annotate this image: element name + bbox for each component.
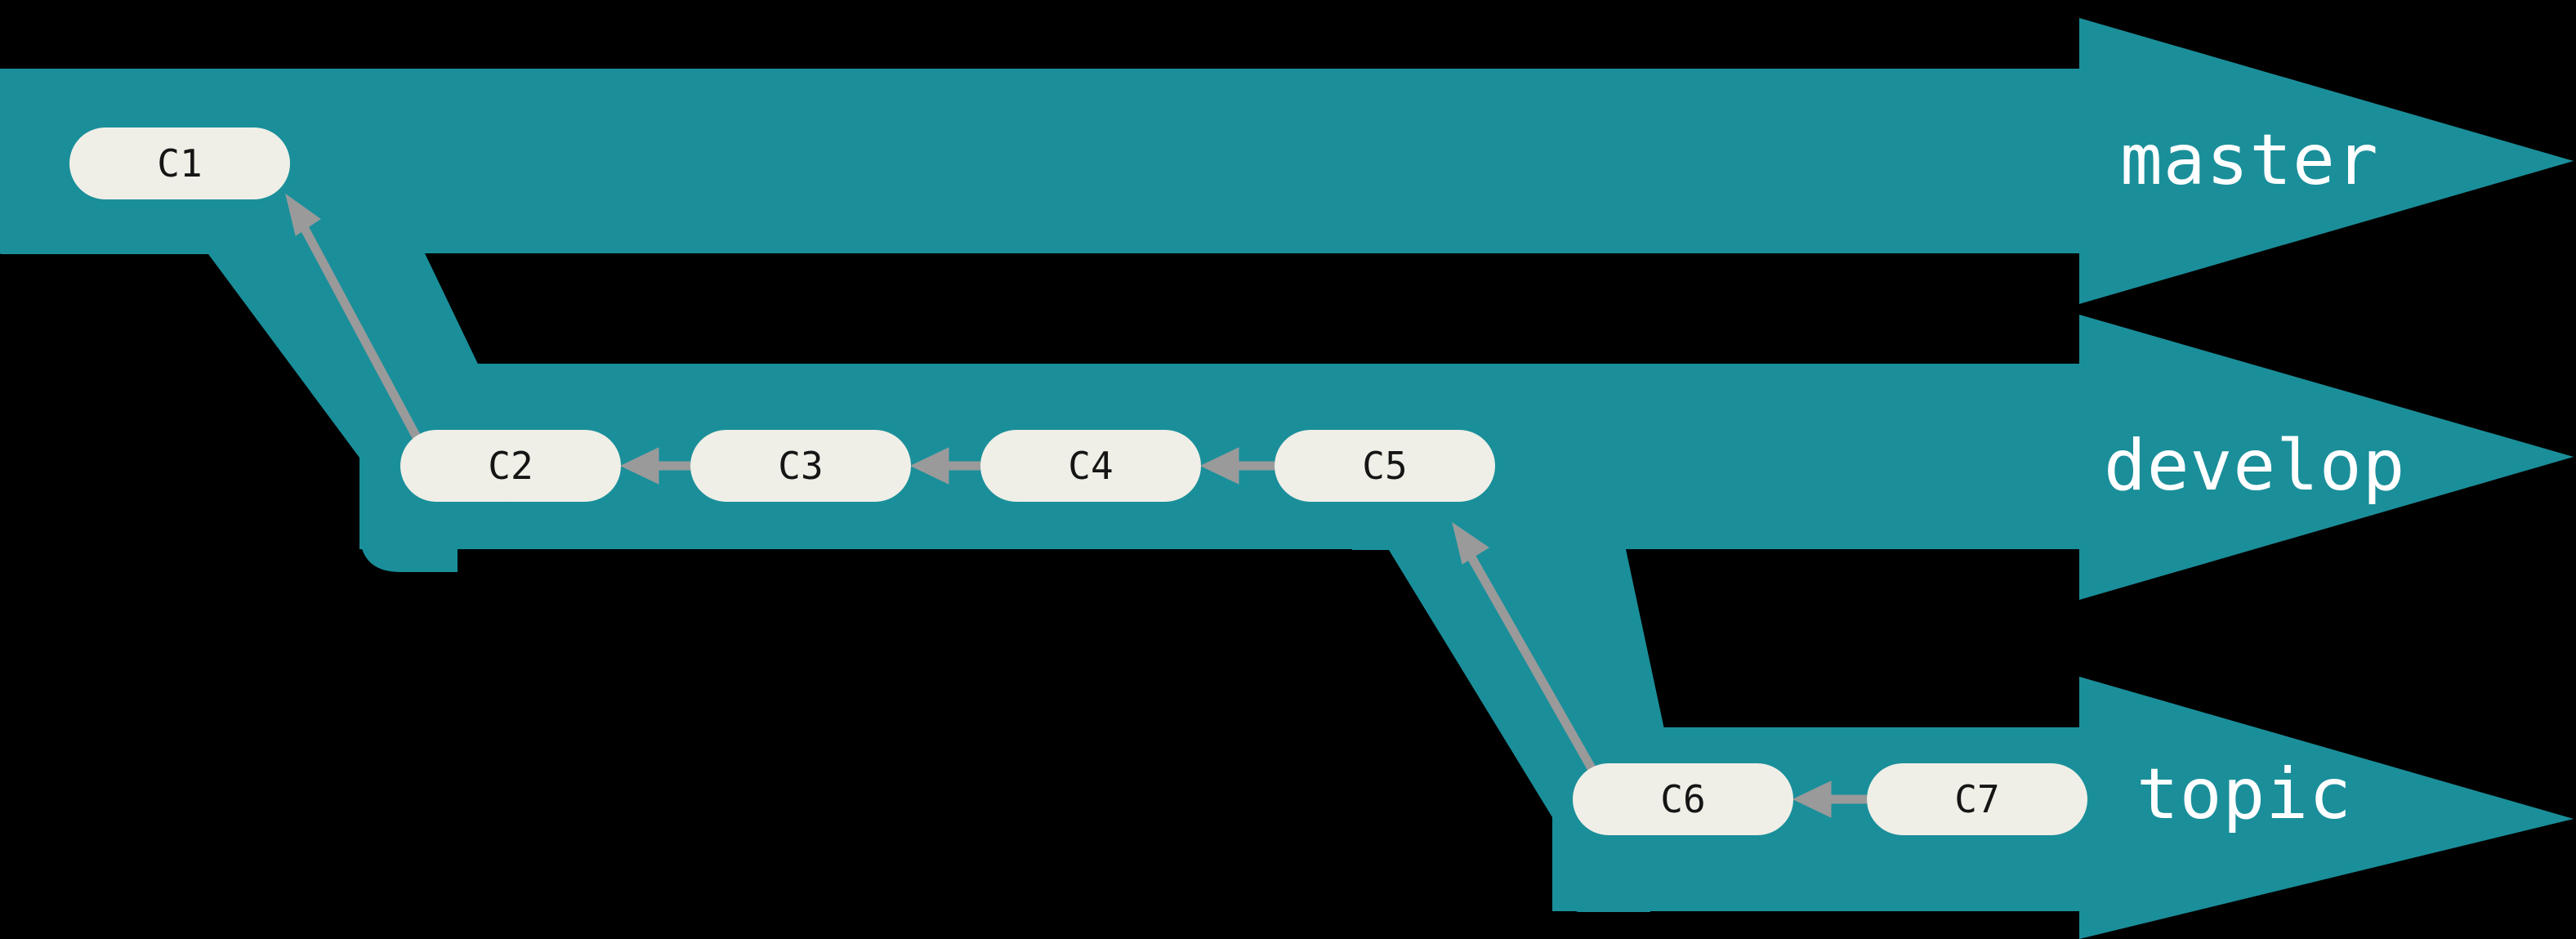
- arrowhead-topic: [2079, 677, 2574, 939]
- commit-node-c2[interactable]: C2: [400, 430, 621, 502]
- commit-label-c4: C4: [1068, 444, 1113, 488]
- arrowhead-master: [2079, 18, 2574, 304]
- notch-master-develop: [425, 253, 2079, 364]
- commit-node-c7[interactable]: C7: [1867, 763, 2087, 835]
- gap-bottom-strip: [0, 912, 2079, 939]
- commit-node-c3[interactable]: C3: [690, 430, 911, 502]
- commit-label-c5: C5: [1362, 444, 1407, 488]
- gap-left-below-master: [0, 254, 359, 939]
- arrowhead-develop: [2079, 315, 2574, 600]
- branch-label-develop[interactable]: develop: [2104, 425, 2405, 507]
- branch-label-master[interactable]: master: [2120, 119, 2379, 201]
- edge-c7-c6: [1792, 780, 1867, 818]
- gap-mid-below-develop: [458, 550, 1552, 939]
- edge-c5-c4: [1199, 447, 1275, 485]
- commit-node-c6[interactable]: C6: [1573, 763, 1793, 835]
- commit-label-c3: C3: [778, 444, 823, 488]
- commit-node-c1[interactable]: C1: [69, 127, 290, 199]
- lane-master: [0, 69, 2574, 549]
- branch-arrowheads: [2079, 18, 2574, 939]
- edge-c3-c2: [619, 447, 690, 485]
- branch-labels: master develop topic: [2104, 119, 2405, 835]
- commit-edges: [285, 193, 1867, 818]
- notch-develop-topic: [1601, 549, 2079, 691]
- gap-left-below-develop: [359, 572, 458, 939]
- commit-node-c5[interactable]: C5: [1275, 430, 1495, 502]
- commit-label-c1: C1: [157, 141, 202, 186]
- commit-label-c6: C6: [1660, 777, 1705, 821]
- edge-c6-c5: [1452, 521, 1596, 771]
- commit-nodes: C1 C2 C3 C4 C5 C6: [69, 127, 2087, 835]
- branch-label-topic[interactable]: topic: [2136, 753, 2352, 835]
- edge-c2-c1: [285, 193, 421, 440]
- commit-label-c2: C2: [488, 444, 533, 488]
- edge-c4-c3: [909, 447, 980, 485]
- commit-label-c7: C7: [1954, 777, 1999, 821]
- commit-node-c4[interactable]: C4: [980, 430, 1201, 502]
